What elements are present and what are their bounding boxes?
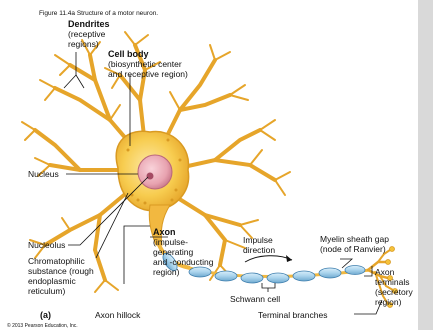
label-chromatophilic-line3: endoplasmic xyxy=(28,276,76,286)
label-axon-terminals-line3: (secretory xyxy=(375,287,414,297)
label-nucleolus: Nucleolus xyxy=(28,240,65,250)
copyright-notice: © 2013 Pearson Education, Inc. xyxy=(7,322,78,329)
label-nucleus: Nucleus xyxy=(28,169,59,179)
label-axon-line3: generating xyxy=(153,247,193,257)
label-terminal-branches: Terminal branches xyxy=(258,310,327,320)
label-chromatophilic-line2: substance (rough xyxy=(28,266,94,276)
label-schwann-cell: Schwann cell xyxy=(230,294,280,304)
impulse-direction-arrow xyxy=(245,255,292,262)
panel-letter: (a) xyxy=(40,310,51,320)
label-cell-body-title: Cell body xyxy=(108,49,149,59)
label-cell-body-line3: and receptive region) xyxy=(108,69,188,79)
label-dendrites-line3: regions) xyxy=(68,39,99,49)
label-axon-hillock: Axon hillock xyxy=(95,310,141,320)
label-dendrites-title: Dendrites xyxy=(68,19,110,29)
label-chromatophilic-line1: Chromatophilic xyxy=(28,256,85,266)
label-impulse-line2: direction xyxy=(243,245,275,255)
label-axon-line4: and -conducting xyxy=(153,257,214,267)
label-axon-terminals-line2: terminals xyxy=(375,277,409,287)
label-axon-terminals-line1: Axon xyxy=(375,267,395,277)
label-axon-title: Axon xyxy=(153,227,176,237)
label-chromatophilic-line4: reticulum) xyxy=(28,286,65,296)
nucleolus xyxy=(147,173,154,180)
label-myelin-gap-line1: Myelin sheath gap xyxy=(320,234,389,244)
nucleus xyxy=(138,155,172,189)
label-myelin-gap-line2: (node of Ranvier) xyxy=(320,244,386,254)
label-cell-body-line2: (biosynthetic center xyxy=(108,59,182,69)
label-axon-line2: (impulse- xyxy=(153,237,188,247)
label-axon-line5: region) xyxy=(153,267,180,277)
label-axon-terminals-line4: region) xyxy=(375,297,402,307)
figure-caption: Figure 11.4a Structure of a motor neuron… xyxy=(39,10,158,17)
label-dendrites-line2: (receptive xyxy=(68,29,106,39)
label-impulse-line1: Impulse xyxy=(243,235,273,245)
